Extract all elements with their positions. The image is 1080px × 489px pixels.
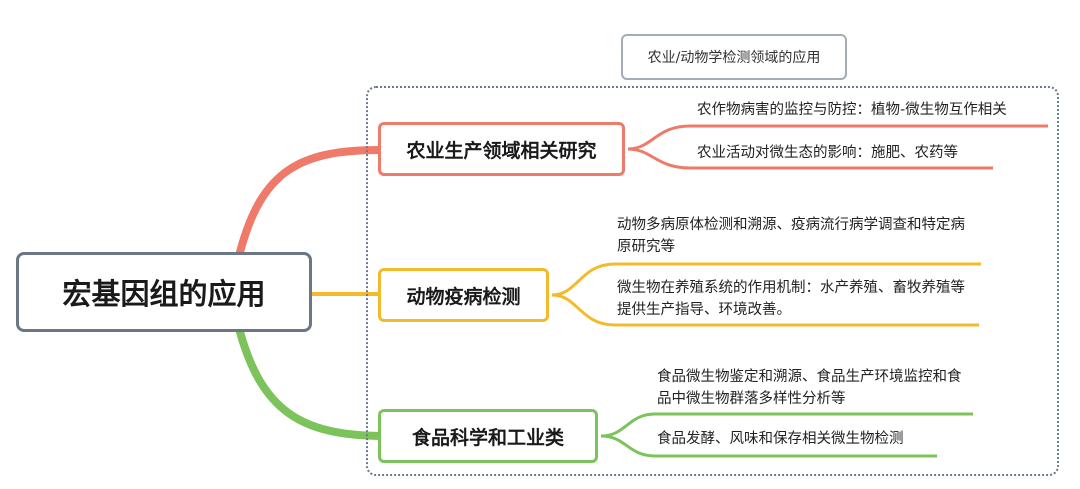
connector-root-food — [236, 328, 384, 440]
connector-agri-leaf-1 — [627, 124, 1048, 151]
root-topic[interactable]: 宏基因组的应用 — [16, 252, 312, 332]
connector-agri-leaf-2 — [627, 147, 993, 170]
root-topic-label: 宏基因组的应用 — [62, 277, 266, 311]
branch-food-science-label: 食品科学和工业类 — [411, 426, 564, 449]
leaf-animal-pathogen-detection[interactable]: 动物多病原体检测和溯源、疫病流行病学调查和特定病原研究等 — [617, 217, 965, 255]
connector-food-leaf-2 — [600, 434, 937, 458]
leaf-food-fermentation[interactable]: 食品发酵、风味和保存相关微生物检测 — [657, 431, 904, 447]
branch-agriculture[interactable]: 农业生产领域相关研究 — [378, 122, 625, 176]
branch-food-science[interactable]: 食品科学和工业类 — [378, 409, 598, 463]
leaf-agri-microecology[interactable]: 农业活动对微生态的影响：施肥、农药等 — [697, 145, 958, 161]
leaf-animal-breeding-mechanism[interactable]: 微生物在养殖系统的作用机制：水产养殖、畜牧养殖等提供生产指导、环境改善。 — [617, 280, 965, 318]
leaf-food-identification[interactable]: 食品微生物鉴定和溯源、食品生产环境监控和食品中微生物群落多样性分析等 — [657, 369, 962, 407]
summary-boundary — [366, 86, 1059, 476]
branch-animal-disease-label: 动物疫病检测 — [406, 285, 521, 308]
boundary-callout: 农业/动物学检测领域的应用 — [621, 34, 847, 80]
leaf-agri-crop-disease[interactable]: 农作物病害的监控与防控：植物-微生物互作相关 — [697, 102, 1007, 118]
connector-root-agriculture — [236, 146, 384, 256]
branch-animal-disease[interactable]: 动物疫病检测 — [378, 268, 549, 322]
branch-agriculture-label: 农业生产领域相关研究 — [406, 139, 597, 162]
callout-label: 农业/动物学检测领域的应用 — [647, 50, 821, 66]
connector-animal-leaf-1 — [551, 262, 981, 297]
connector-animal-leaf-2 — [551, 293, 979, 327]
